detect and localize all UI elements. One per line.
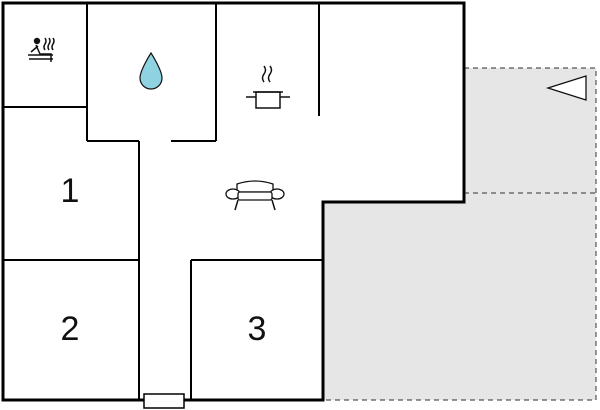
terrace-outline [323,67,597,401]
terrace-area [323,68,596,400]
sauna-icon [28,37,55,62]
room-number-2: 2 [61,310,80,348]
room-number-1: 1 [61,172,80,210]
cooking-pot-icon [246,65,290,109]
water-drop-icon [139,51,163,90]
direction-triangle-icon [545,75,587,101]
room-number-3: 3 [248,310,267,348]
outer-wall [1,1,466,402]
interior-walls [3,3,323,400]
sofa-icon [225,180,285,211]
entrance-door [143,393,185,409]
